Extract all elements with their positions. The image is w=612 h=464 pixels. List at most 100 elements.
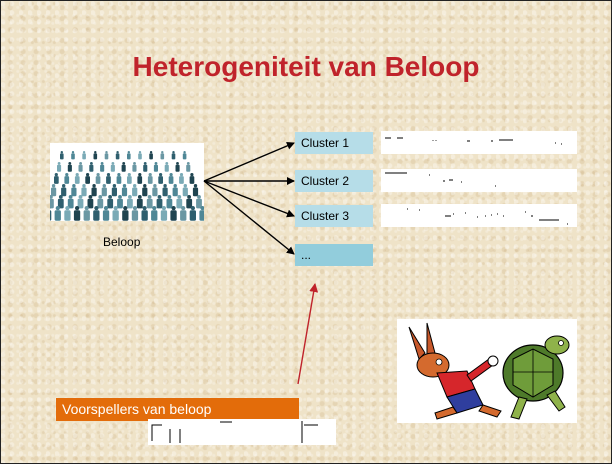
- person-figure-head: [94, 206, 99, 211]
- person-figure-head: [143, 184, 147, 188]
- person-figure-head: [123, 206, 128, 211]
- person-figure-head: [54, 173, 58, 177]
- person-figure-body: [71, 153, 75, 160]
- person-figure-head: [138, 173, 142, 177]
- person-figure-body: [182, 187, 188, 197]
- person-figure-body: [57, 164, 62, 172]
- person-figure-head: [163, 184, 167, 188]
- person-figure-head: [147, 195, 152, 199]
- slide-title: Heterogeniteit van Beloop: [132, 51, 480, 82]
- person-figure-body: [171, 153, 176, 160]
- person-figure-body: [78, 164, 83, 172]
- person-figure-head: [72, 184, 76, 188]
- person-figure-head: [187, 195, 192, 199]
- person-figure-body: [73, 210, 81, 221]
- person-figure-body: [147, 176, 153, 184]
- person-figure-body: [87, 198, 94, 209]
- person-figure-head: [122, 162, 126, 165]
- person-figure-body: [77, 198, 84, 209]
- person-figure-head: [90, 162, 93, 165]
- person-figure-body: [57, 198, 64, 209]
- person-figure-body: [106, 176, 111, 184]
- person-figure-head: [82, 184, 86, 188]
- person-figure-head: [181, 206, 186, 211]
- person-figure-body: [138, 153, 142, 160]
- person-figure-head: [143, 162, 147, 165]
- person-figure-head: [71, 151, 75, 154]
- person-figure-body: [175, 164, 180, 172]
- person-figure-body: [160, 210, 168, 221]
- person-figure-body: [156, 198, 163, 209]
- person-figure-head: [58, 195, 63, 199]
- predictor-trajectory-strip: [148, 419, 336, 445]
- person-figure-head: [149, 151, 153, 154]
- person-figure-body: [136, 198, 143, 209]
- person-figure-head: [102, 184, 106, 188]
- person-figure-body: [141, 210, 148, 221]
- person-figure-body: [172, 187, 178, 197]
- arrow-to-cluster-3: [203, 180, 295, 218]
- person-figure-body: [127, 198, 133, 209]
- person-figure-head: [153, 184, 157, 188]
- person-figure-head: [50, 195, 53, 199]
- person-figure-body: [54, 176, 59, 184]
- person-figure-head: [112, 184, 117, 188]
- person-figure-body: [95, 176, 101, 184]
- person-figure-head: [84, 206, 89, 211]
- person-figure-head: [142, 206, 147, 211]
- person-figure-head: [68, 195, 73, 199]
- person-figure-body: [127, 176, 132, 184]
- person-figure-body: [162, 187, 168, 197]
- person-figure-head: [78, 195, 83, 199]
- person-figure-body: [117, 198, 123, 209]
- person-figure-head: [116, 151, 119, 154]
- person-figure-body: [153, 164, 158, 172]
- person-figure-body: [164, 164, 169, 172]
- person-figure-head: [92, 184, 96, 188]
- person-figure-head: [96, 173, 100, 177]
- cluster-3-trajectory-strip: [381, 204, 577, 227]
- person-figure-body: [104, 153, 109, 160]
- predictors-label: Voorspellers van beloop: [56, 398, 299, 421]
- person-figure-body: [170, 210, 177, 221]
- person-figure-head: [98, 195, 103, 199]
- person-figure-head: [133, 184, 137, 188]
- cluster-2-trajectory-strip: [381, 169, 577, 192]
- person-figure-body: [74, 176, 80, 184]
- person-figure-body: [64, 176, 70, 184]
- person-figure-body: [186, 164, 191, 172]
- person-figure-head: [122, 184, 127, 188]
- person-figure-head: [132, 206, 138, 211]
- person-figure-body: [189, 176, 195, 184]
- person-figure-body: [89, 164, 94, 172]
- person-figure-head: [176, 162, 179, 165]
- person-figure-body: [115, 153, 120, 160]
- cluster-2-box: Cluster 2: [295, 170, 373, 192]
- person-figure-body: [51, 187, 57, 197]
- person-figure-body: [60, 153, 64, 160]
- person-figure-head: [68, 162, 72, 165]
- person-figure-head: [94, 151, 97, 154]
- person-figure-head: [86, 173, 90, 177]
- hare-and-tortoise-cartoon: [397, 319, 577, 423]
- person-figure-body: [142, 187, 148, 197]
- person-figure-head: [186, 162, 190, 165]
- person-figure-body: [64, 210, 71, 221]
- person-figure-head: [138, 151, 142, 154]
- person-figure-head: [106, 173, 111, 177]
- person-figure-body: [93, 153, 98, 160]
- person-figure-head: [183, 184, 187, 188]
- arrow-to-cluster-more: [203, 180, 295, 255]
- person-figure-body: [93, 210, 100, 221]
- person-figure-head: [103, 206, 109, 211]
- person-figure-head: [88, 195, 93, 199]
- person-figure-head: [190, 206, 195, 211]
- person-figure-head: [161, 151, 164, 154]
- person-figure-body: [186, 198, 193, 209]
- person-figure-head: [62, 184, 66, 188]
- person-figure-head: [161, 206, 166, 211]
- person-figure-body: [151, 210, 158, 221]
- person-figure-body: [97, 198, 104, 209]
- person-figure-head: [111, 162, 115, 165]
- person-figure-head: [55, 206, 60, 211]
